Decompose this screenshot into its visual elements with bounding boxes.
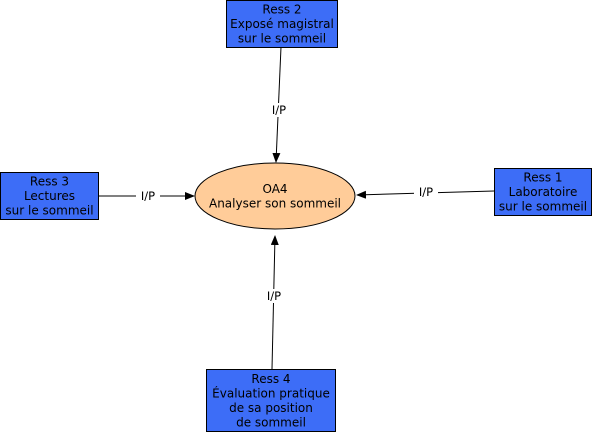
edge-label-bg (136, 189, 160, 203)
resource-node-label: Laboratoire (509, 185, 578, 199)
resource-node-label: de sa position (229, 401, 313, 415)
resource-node-label: Ress 2 (262, 3, 301, 17)
edge-label-bg (267, 103, 291, 117)
resource-node-box (226, 0, 338, 48)
center-node-shape (194, 162, 356, 230)
resource-node-label: sur le sommeil (499, 200, 587, 214)
edge-ress1-to-oa4: I/P (356, 185, 495, 199)
edge-label: I/P (141, 189, 155, 203)
resource-node-label: sur le sommeil (5, 204, 93, 218)
resource-node-label: de sommeil (236, 415, 306, 429)
resource-node-label: sur le sommeil (238, 32, 326, 46)
edge-ress2-to-oa4: I/P (267, 46, 291, 163)
center-node-label: Analyser son sommeil (209, 196, 341, 210)
edge-label: I/P (419, 185, 433, 199)
resource-node-label: Exposé magistral (230, 17, 334, 31)
resource-node-box (206, 369, 336, 432)
resource-node-label: Ress 1 (523, 171, 562, 185)
resource-node-box (0, 172, 99, 220)
edge-ress3-to-oa4: I/P (98, 189, 195, 203)
edge-label: I/P (272, 103, 286, 117)
resource-node-label: Ress 3 (30, 175, 69, 189)
resource-node-label: Évaluation pratique (212, 385, 330, 400)
resource-node-label: Ress 4 (251, 372, 290, 386)
edge-label-bg (262, 289, 286, 303)
resource-node-box (494, 168, 592, 216)
resource-node-label: Lectures (24, 189, 75, 203)
edge-label-bg (414, 185, 438, 199)
edge-label: I/P (267, 289, 281, 303)
center-node-label: OA4 (262, 182, 287, 196)
edge-ress4-to-oa4: I/P (262, 235, 286, 370)
